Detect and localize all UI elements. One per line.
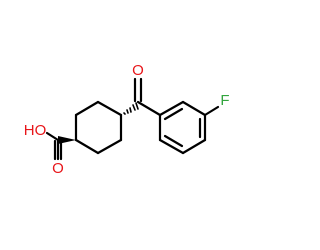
fluorine-label: F xyxy=(220,92,229,109)
ketone-carbon-bond xyxy=(136,100,162,117)
hash-line-2 xyxy=(126,109,129,114)
benzene-bond-4 xyxy=(181,138,207,155)
ring-bond-1 xyxy=(96,100,123,117)
benzene-inner-bond-3 xyxy=(163,134,184,148)
acid-hydroxyl-label: HO xyxy=(24,122,47,139)
benzene-bond-1 xyxy=(158,100,185,117)
molecule-drawing: F O HO O xyxy=(24,62,230,177)
hash-line-3 xyxy=(129,107,132,113)
hash-line-1 xyxy=(123,112,126,115)
acid-hydroxyl-bond xyxy=(45,131,60,142)
acid-oxygen-label: O xyxy=(52,160,64,177)
hash-line-5 xyxy=(135,102,139,110)
benzene-inner-bond-1 xyxy=(163,107,184,121)
structure-diagram: F O HO O xyxy=(23,61,230,177)
ketone-oxygen-label: O xyxy=(132,62,144,79)
ring-bond-3 xyxy=(96,138,123,155)
benzene-bond-2 xyxy=(181,100,207,117)
ring-bond-4 xyxy=(74,138,100,155)
hash-line-4 xyxy=(132,104,136,111)
ring-bond-6 xyxy=(74,100,100,117)
benzene-bond-5 xyxy=(158,138,185,155)
acid-stereo-wedge xyxy=(58,136,76,144)
fluorine-bond xyxy=(203,105,220,117)
